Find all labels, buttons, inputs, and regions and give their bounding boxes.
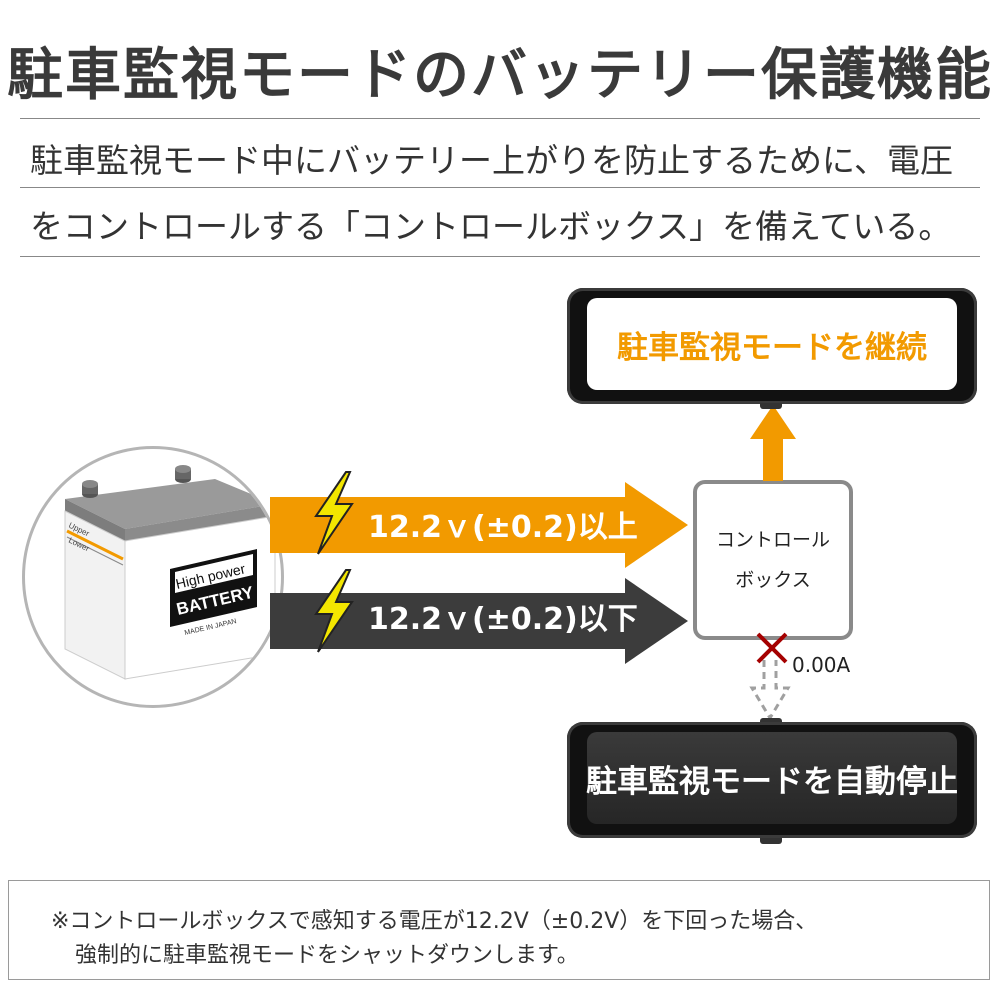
monitor-continue-text: 駐車監視モードを継続 [587,298,957,390]
battery-icon: Upper Lower High power BATTERY MADE IN J… [64,465,276,680]
control-box: コントロール ボックス [693,480,853,640]
voltage-above-arrow [270,482,688,568]
monitor-mount [760,718,782,724]
cross-icon [756,632,788,664]
note-box: ※コントロールボックスで感知する電圧が12.2V（±0.2V）を下回った場合、 … [8,880,990,980]
note-line-1: ※コントロールボックスで感知する電圧が12.2V（±0.2V）を下回った場合、 [51,909,818,934]
monitor-stop-text: 駐車監視モードを自動停止 [586,732,958,824]
subtitle-divider-2 [20,256,980,257]
voltage-above-label: 12.2ｖ(±0.2)以上 [368,510,638,545]
page-title: 駐車監視モードのバッテリー保護機能 [7,43,993,108]
battery-illustration: Upper Lower High power BATTERY MADE IN J… [22,446,284,708]
subtitle-line-1: 駐車監視モード中にバッテリー上がりを防止するために、電圧 [30,141,954,180]
monitor-mount [760,838,782,844]
up-arrow-icon [750,405,796,481]
monitor-continue: 駐車監視モードを継続 [567,288,977,404]
lightning-bolt-icon [314,569,354,653]
subtitle-divider-1 [20,187,980,188]
current-reading: 0.00A [792,653,851,677]
monitor-stop: 駐車監視モードを自動停止 [567,722,977,838]
voltage-below-arrow [270,578,688,664]
title-divider [20,118,980,119]
subtitle-line-2: をコントロールする「コントロールボックス」を備えている。 [30,207,952,246]
voltage-below-label: 12.2ｖ(±0.2)以下 [368,602,638,637]
note-line-2: 強制的に駐車監視モードをシャットダウンします。 [75,943,579,968]
control-box-label-line-1: コントロール [715,529,830,551]
lightning-bolt-icon [314,471,354,555]
monitor-mount [760,403,782,409]
control-box-label-line-2: ボックス [735,569,811,591]
